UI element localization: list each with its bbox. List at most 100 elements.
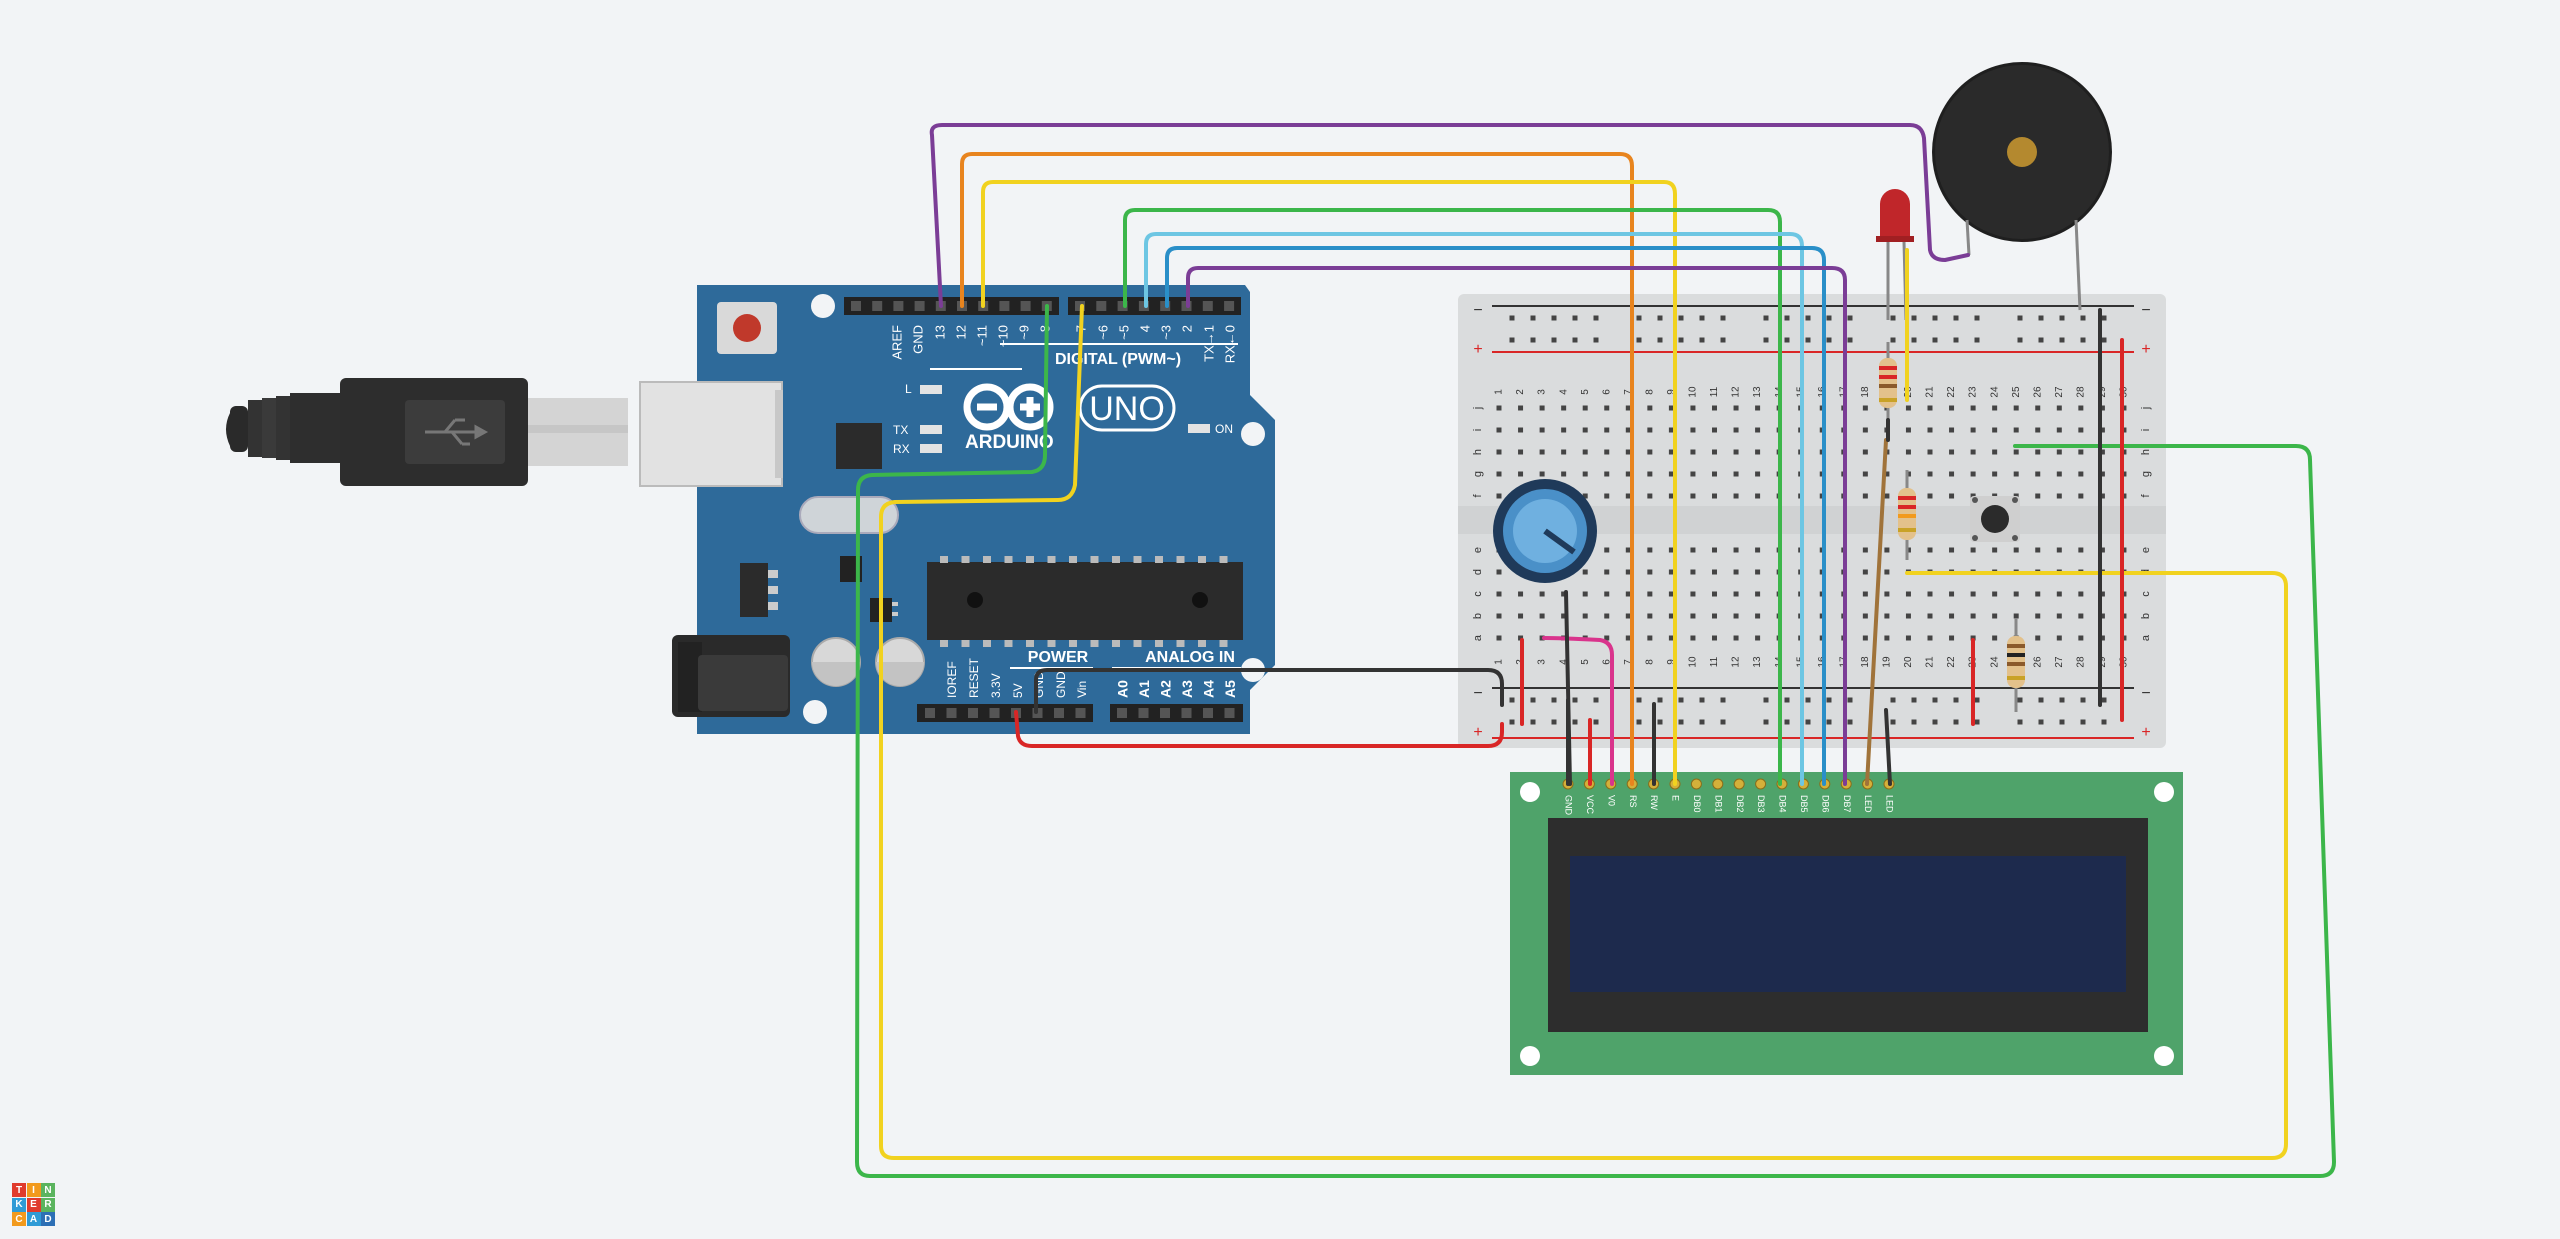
breadboard-hole[interactable]: [2056, 635, 2062, 641]
rail-hole[interactable]: [1932, 697, 1938, 703]
breadboard-hole[interactable]: [2056, 471, 2062, 477]
rail-hole[interactable]: [2080, 337, 2086, 343]
rail-hole[interactable]: [2038, 315, 2044, 321]
breadboard-hole[interactable]: [1927, 547, 1933, 553]
breadboard-hole[interactable]: [1604, 405, 1610, 411]
rail-hole[interactable]: [1763, 697, 1769, 703]
breadboard-hole[interactable]: [2078, 613, 2084, 619]
breadboard-hole[interactable]: [1733, 591, 1739, 597]
rail-hole[interactable]: [1572, 697, 1578, 703]
rail-hole[interactable]: [2038, 719, 2044, 725]
breadboard-hole[interactable]: [1949, 547, 1955, 553]
rail-hole[interactable]: [1509, 315, 1515, 321]
breadboard-hole[interactable]: [1496, 427, 1502, 433]
breadboard-hole[interactable]: [1733, 635, 1739, 641]
breadboard-hole[interactable]: [1733, 471, 1739, 477]
breadboard-hole[interactable]: [1905, 427, 1911, 433]
wire-green-db4[interactable]: [1123, 208, 1782, 786]
breadboard-hole[interactable]: [2035, 635, 2041, 641]
header-pin[interactable]: [1075, 708, 1086, 718]
breadboard-hole[interactable]: [1884, 635, 1890, 641]
breadboard-hole[interactable]: [2056, 591, 2062, 597]
rail-hole[interactable]: [2017, 315, 2023, 321]
breadboard-hole[interactable]: [1862, 569, 1868, 575]
rail-hole[interactable]: [1974, 315, 1980, 321]
header-pin[interactable]: [999, 301, 1010, 311]
rail-hole[interactable]: [1805, 697, 1811, 703]
breadboard-hole[interactable]: [1690, 493, 1696, 499]
rail-hole[interactable]: [1551, 697, 1557, 703]
rail-hole[interactable]: [2080, 719, 2086, 725]
breadboard-hole[interactable]: [1625, 635, 1631, 641]
rail-hole[interactable]: [1805, 315, 1811, 321]
resistor-lcd-backlight[interactable]: [2007, 618, 2025, 712]
breadboard-hole[interactable]: [1561, 613, 1567, 619]
breadboard-hole[interactable]: [1733, 547, 1739, 553]
breadboard-hole[interactable]: [1949, 471, 1955, 477]
wire-purple-buzzer[interactable]: [929, 123, 1970, 308]
rail-hole[interactable]: [1784, 315, 1790, 321]
breadboard-hole[interactable]: [1970, 449, 1976, 455]
breadboard-hole[interactable]: [1755, 591, 1761, 597]
breadboard-hole[interactable]: [1518, 449, 1524, 455]
breadboard-hole[interactable]: [1518, 427, 1524, 433]
rail-hole[interactable]: [1572, 337, 1578, 343]
rail-hole[interactable]: [1847, 697, 1853, 703]
breadboard-hole[interactable]: [2035, 493, 2041, 499]
breadboard-hole[interactable]: [1733, 493, 1739, 499]
breadboard-hole[interactable]: [1862, 635, 1868, 641]
rail-hole[interactable]: [1530, 719, 1536, 725]
breadboard-hole[interactable]: [1970, 471, 1976, 477]
rail-hole[interactable]: [1953, 719, 1959, 725]
breadboard-hole[interactable]: [1755, 449, 1761, 455]
breadboard-hole[interactable]: [1582, 449, 1588, 455]
rail-hole[interactable]: [1911, 315, 1917, 321]
breadboard-hole[interactable]: [1647, 569, 1653, 575]
breadboard-hole[interactable]: [1582, 471, 1588, 477]
breadboard-hole[interactable]: [1561, 471, 1567, 477]
breadboard-hole[interactable]: [1712, 405, 1717, 411]
breadboard-hole[interactable]: [2013, 405, 2019, 411]
breadboard-hole[interactable]: [2035, 547, 2041, 553]
rail-hole[interactable]: [1720, 697, 1726, 703]
header-pin[interactable]: [1117, 301, 1128, 311]
breadboard-hole[interactable]: [1949, 591, 1955, 597]
rail-hole[interactable]: [1932, 337, 1938, 343]
breadboard-hole[interactable]: [1604, 493, 1610, 499]
breadboard-hole[interactable]: [2013, 613, 2019, 619]
breadboard-hole[interactable]: [1755, 427, 1761, 433]
rail-hole[interactable]: [1953, 697, 1959, 703]
wire-orange-rs[interactable]: [960, 152, 1634, 786]
breadboard-hole[interactable]: [2035, 427, 2041, 433]
rail-hole[interactable]: [1805, 337, 1811, 343]
wire-brown-led[interactable]: [1865, 438, 1888, 786]
breadboard-hole[interactable]: [1905, 591, 1911, 597]
breadboard-hole[interactable]: [1582, 591, 1588, 597]
breadboard-hole[interactable]: [1582, 427, 1588, 433]
rail-hole[interactable]: [1530, 337, 1536, 343]
breadboard-hole[interactable]: [1604, 569, 1610, 575]
rail-hole[interactable]: [1678, 315, 1684, 321]
header-pin[interactable]: [1020, 301, 1031, 311]
wire-black-lcd-led[interactable]: [1884, 708, 1892, 786]
breadboard-hole[interactable]: [2078, 591, 2084, 597]
rail-hole[interactable]: [2059, 719, 2065, 725]
breadboard-hole[interactable]: [1647, 613, 1653, 619]
rail-hole[interactable]: [1720, 315, 1726, 321]
rail-hole[interactable]: [1763, 719, 1769, 725]
breadboard-hole[interactable]: [1668, 635, 1674, 641]
breadboard-hole[interactable]: [2056, 405, 2062, 411]
breadboard-hole[interactable]: [1905, 635, 1911, 641]
rail-hole[interactable]: [2101, 719, 2107, 725]
rail-hole[interactable]: [1932, 315, 1938, 321]
header-pin[interactable]: [872, 301, 883, 311]
breadboard-hole[interactable]: [2056, 427, 2062, 433]
rail-hole[interactable]: [1763, 337, 1769, 343]
breadboard-hole[interactable]: [1496, 569, 1502, 575]
rail-hole[interactable]: [2101, 315, 2107, 321]
breadboard-hole[interactable]: [1561, 449, 1567, 455]
breadboard-hole[interactable]: [2078, 405, 2084, 411]
breadboard-hole[interactable]: [1712, 591, 1717, 597]
breadboard-hole[interactable]: [1561, 427, 1567, 433]
rail-hole[interactable]: [1720, 719, 1726, 725]
